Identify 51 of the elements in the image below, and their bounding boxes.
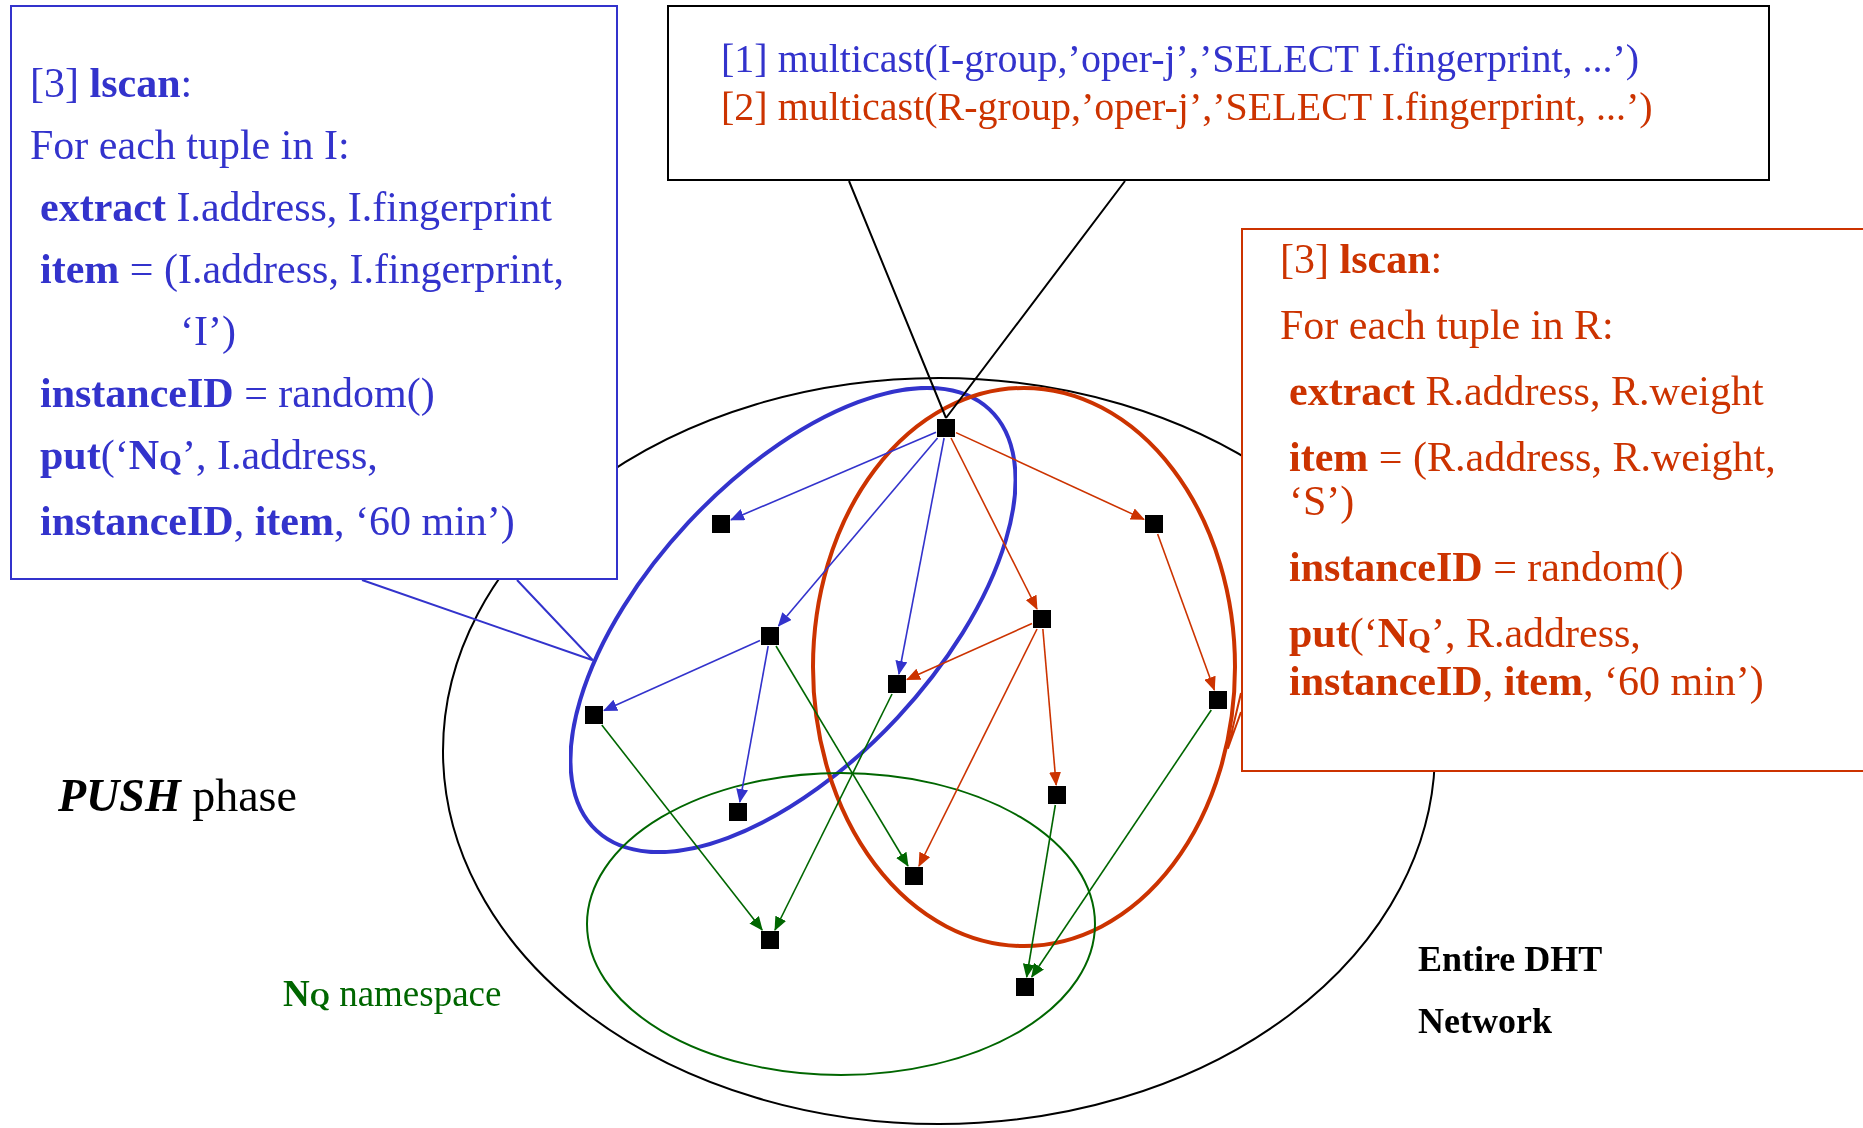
arrow (918, 628, 1038, 867)
arrow (1156, 533, 1216, 691)
callout-box (667, 5, 1770, 181)
code-line: instanceID = random() (40, 369, 436, 418)
arrow (906, 622, 1033, 681)
callout-pointer (361, 579, 594, 662)
code-line: extract I.address, I.fingerprint (40, 183, 553, 232)
arrow (730, 431, 937, 521)
peer-node (1016, 978, 1034, 996)
arrow (895, 437, 945, 675)
callout-pointer (848, 180, 1126, 419)
group-ellipse (586, 772, 1096, 1076)
peer-node (761, 627, 779, 645)
arrow (775, 645, 909, 867)
code-line: item = (I.address, I.fingerprint, ‘I’) (40, 245, 565, 356)
arrow (601, 724, 763, 931)
group-ellipse (811, 386, 1237, 948)
callout-box (1241, 228, 1863, 772)
peer-node (761, 931, 779, 949)
arrow (1030, 709, 1213, 978)
code-line: For each tuple in R: (1280, 303, 1615, 347)
code-line: [2] multicast(R-group,’oper-j’,’SELECT I.fingerprint, ...’) (721, 83, 1654, 131)
arrow (1042, 628, 1061, 786)
code-line: For each tuple in I: (30, 121, 351, 170)
callout-pointer (1226, 692, 1242, 750)
callout-box (10, 5, 618, 580)
peer-node (729, 803, 747, 821)
arrow (603, 639, 761, 712)
peer-node (1033, 610, 1051, 628)
peer-node (905, 867, 923, 885)
code-line: extract R.address, R.weight (1289, 369, 1765, 413)
arrow (1022, 804, 1057, 978)
peer-node (585, 706, 603, 724)
code-line: item = (R.address, R.weight, ‘S’) (1289, 435, 1777, 523)
peer-node (1145, 515, 1163, 533)
arrow (950, 437, 1038, 610)
group-label: Entire DHT Network (1418, 938, 1603, 1043)
code-line: [3] lscan: (30, 59, 194, 108)
arrow (774, 693, 893, 931)
code-line: [1] multicast(I-group,’oper-j’,’SELECT I.fingerprint, ...’) (721, 35, 1641, 83)
peer-node (1209, 691, 1227, 709)
code-line: [3] lscan: (1280, 237, 1444, 281)
arrow (736, 645, 769, 803)
code-line: instanceID = random() (1289, 545, 1685, 589)
peer-node (1048, 786, 1066, 804)
phase-label: PUSH phase (58, 769, 297, 823)
arrow (955, 431, 1145, 521)
peer-node (937, 419, 955, 437)
peer-node (712, 515, 730, 533)
peer-node (888, 675, 906, 693)
arrow (777, 437, 939, 627)
